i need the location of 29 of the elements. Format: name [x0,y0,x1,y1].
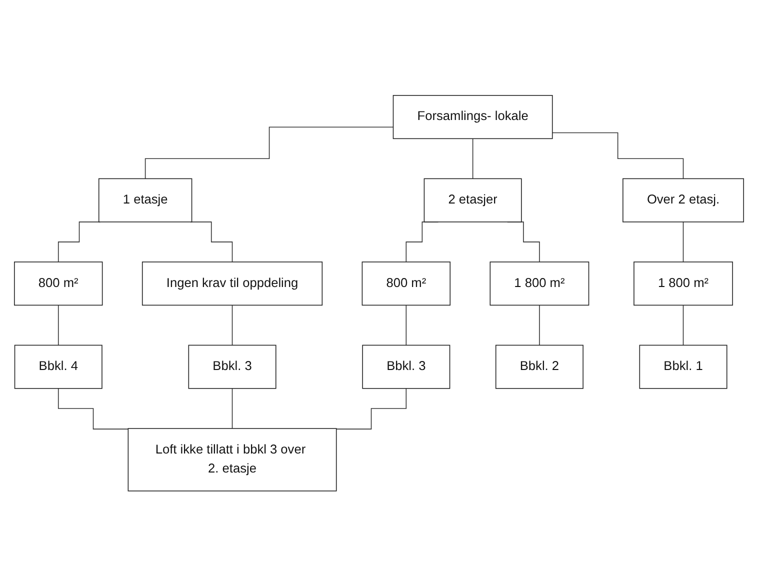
connector [232,304,233,346]
connector [552,132,684,179]
node-box: 2 etasjer [424,178,522,222]
connector [472,138,474,179]
connector [406,304,407,346]
node-box: Bbkl. 2 [495,344,584,389]
node-box: Bbkl. 3 [362,344,450,389]
node-box: 800 m² [362,261,451,306]
connector [58,388,129,430]
node-box: 1 800 m² [634,261,733,306]
connector [682,304,684,346]
connector [682,221,684,262]
connector [58,221,101,262]
node-box: Bbkl. 4 [14,344,102,389]
node-box: Loft ikke tillatt i bbkl 3 over 2. etasje [128,428,337,492]
connector [58,304,59,346]
node-box: Over 2 etasj. [622,178,744,222]
node-box: 1 800 m² [490,261,590,306]
node-box: Bbkl. 3 [188,344,276,389]
connector [232,388,233,429]
node-box: Forsamlings- lokale [392,94,553,139]
node-box: 800 m² [14,261,103,306]
connector [144,126,394,179]
connector [190,221,233,262]
node-box: Ingen krav til oppdeling [142,261,323,306]
connector [336,388,407,430]
node-box: 1 etasje [98,178,192,222]
connector [539,304,540,346]
node-box: Bbkl. 1 [639,344,728,389]
